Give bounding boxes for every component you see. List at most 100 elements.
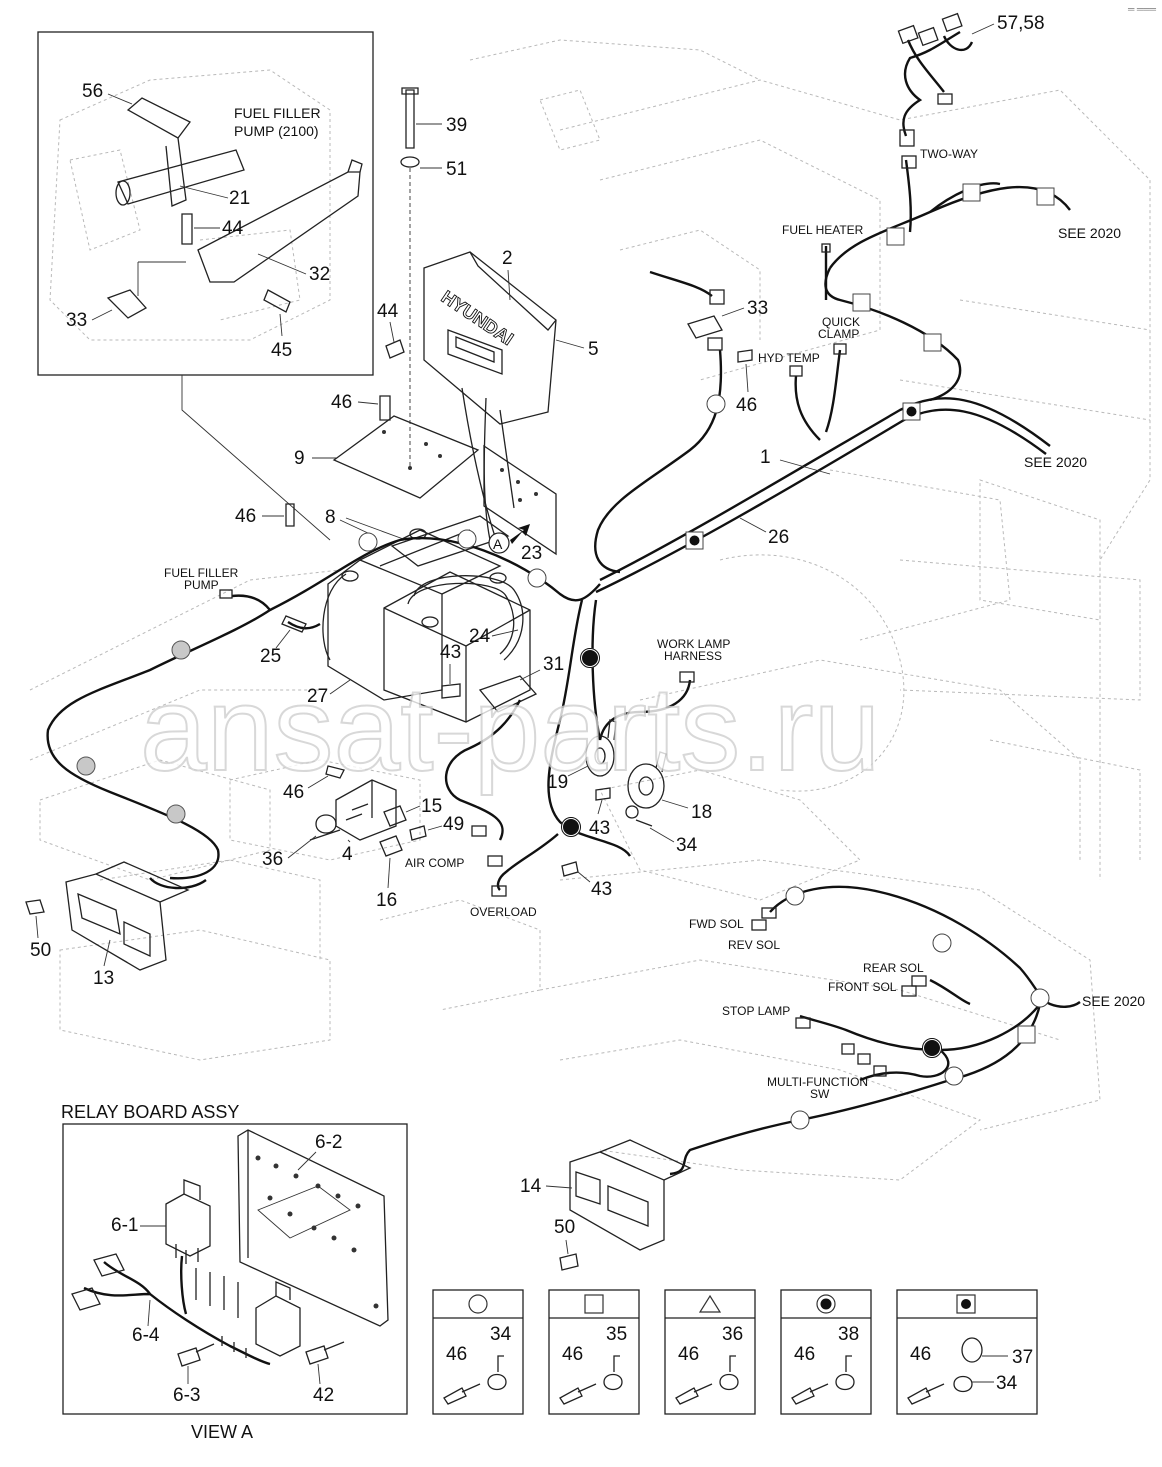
clamp-part-36 bbox=[309, 814, 341, 841]
inset-label-fuel-filler: FUEL FILLER bbox=[234, 105, 321, 121]
callout-42: 42 bbox=[313, 1385, 334, 1406]
clamp-marker-square bbox=[1017, 1025, 1036, 1044]
clamp-marker-square bbox=[886, 227, 905, 246]
bolt-part-43-battery bbox=[441, 683, 461, 699]
bolt-part-46-lower bbox=[325, 765, 345, 779]
left-lower-components: 46 15 49 36 4 16 50 13 bbox=[25, 765, 464, 989]
callout-44-inset: 44 bbox=[222, 218, 244, 239]
label-air-comp: AIR COMP bbox=[405, 856, 464, 870]
callout-51: 51 bbox=[446, 159, 467, 180]
clamp-markers bbox=[76, 183, 1055, 1130]
callout-56: 56 bbox=[82, 81, 103, 102]
switch-part-16 bbox=[379, 835, 403, 857]
view-a-marker-label: A bbox=[493, 536, 503, 552]
clamp-part-33 bbox=[106, 289, 148, 319]
legend-symbol-circle bbox=[468, 1294, 488, 1314]
callout-6-1: 6-1 bbox=[111, 1215, 138, 1236]
fuel-tube-part-21 bbox=[117, 149, 245, 205]
callout-33-harness: 33 bbox=[747, 298, 768, 319]
hyundai-logo: HYUNDAI bbox=[438, 287, 517, 349]
callout-34: 34 bbox=[676, 835, 698, 856]
bolt-part-49 bbox=[409, 825, 427, 841]
terminal-part-25 bbox=[281, 615, 307, 633]
callout-15: 15 bbox=[421, 796, 442, 817]
clamp-marker-square bbox=[923, 333, 942, 352]
clamp-marker-square bbox=[852, 293, 871, 312]
battery-right bbox=[383, 571, 531, 723]
callout-9: 9 bbox=[294, 448, 305, 469]
connectors bbox=[219, 12, 963, 1077]
callout-50-right: 50 bbox=[554, 1217, 575, 1238]
label-see-2020-top: SEE 2020 bbox=[1058, 225, 1121, 241]
callout-25: 25 bbox=[260, 646, 281, 667]
clamp-marker-square bbox=[1036, 187, 1055, 206]
label-fuel-heater: FUEL HEATER bbox=[782, 223, 864, 237]
callout-46-plate: 46 bbox=[331, 392, 352, 413]
machine-frame-ghost bbox=[29, 39, 1151, 1181]
legend-box-filled-circle: 46 38 bbox=[780, 1289, 872, 1415]
clamp-marker-filled-circle bbox=[922, 1038, 942, 1058]
battery-cable-left bbox=[322, 573, 347, 661]
clamp-marker-square bbox=[962, 183, 981, 202]
relay-board-frame bbox=[62, 1123, 408, 1415]
screw-part-6-3 bbox=[177, 1343, 215, 1367]
label-overload: OVERLOAD bbox=[470, 905, 537, 919]
label-see-2020-bottom: SEE 2020 bbox=[1082, 993, 1145, 1009]
callout-46-harness: 46 bbox=[736, 395, 757, 416]
label-fuel-filler-pump-2: PUMP bbox=[184, 578, 219, 592]
callout-43-battery: 43 bbox=[440, 642, 461, 663]
callout-33-inset: 33 bbox=[66, 310, 87, 331]
legend-symbol-square bbox=[584, 1294, 604, 1314]
label-see-2020-middle: SEE 2020 bbox=[1024, 454, 1087, 470]
clamp-marker-circle bbox=[527, 568, 547, 588]
view-a-marker bbox=[488, 532, 510, 554]
callout-18: 18 bbox=[691, 802, 712, 823]
harness-left-branch bbox=[46, 594, 272, 880]
bolt-part-43-overload bbox=[561, 861, 579, 877]
hold-down-part-8 bbox=[390, 515, 510, 567]
callout-6-3: 6-3 bbox=[173, 1385, 200, 1406]
legend-box-triangle: 46 36 bbox=[664, 1289, 756, 1415]
callout-24: 24 bbox=[469, 626, 491, 647]
connector-6-4-b bbox=[71, 1287, 101, 1311]
callout-50-left: 50 bbox=[30, 940, 51, 961]
bolt-part-46-plate bbox=[379, 395, 391, 421]
bolt-part-46-hydtemp bbox=[737, 349, 753, 363]
bolt-part-50-right bbox=[559, 1253, 579, 1271]
right-lamp-assembly: 14 50 bbox=[520, 1139, 692, 1271]
callout-16: 16 bbox=[376, 890, 397, 911]
view-a-label: VIEW A bbox=[191, 1422, 253, 1442]
harness-wires bbox=[46, 30, 1081, 1176]
legend-box-square: 46 35 bbox=[548, 1289, 640, 1415]
callout-5: 5 bbox=[588, 339, 599, 360]
label-hyd-temp: HYD TEMP bbox=[758, 351, 820, 365]
legend-4-part-a: 46 bbox=[794, 1344, 815, 1365]
wire-harness-part-6-4 bbox=[83, 1286, 271, 1366]
callout-6-4: 6-4 bbox=[132, 1325, 160, 1346]
harness-part-1 bbox=[599, 397, 1051, 582]
clamp-marker-circle bbox=[358, 532, 378, 552]
callout-32: 32 bbox=[309, 264, 330, 285]
callout-46-lower: 46 bbox=[283, 782, 304, 803]
clamp-marker-circle bbox=[171, 640, 191, 660]
callout-4: 4 bbox=[342, 844, 353, 865]
clamp-part-34 bbox=[625, 805, 653, 827]
legend-4-part-b: 38 bbox=[838, 1324, 859, 1345]
bolt-part-43-horn bbox=[595, 787, 611, 801]
clamp-legend: 46 34 46 35 46 36 bbox=[432, 1289, 1038, 1415]
callout-1: 1 bbox=[760, 447, 771, 468]
watermark: ansat-parts.ru bbox=[140, 662, 880, 796]
callout-36: 36 bbox=[262, 849, 283, 870]
callout-31: 31 bbox=[543, 654, 564, 675]
inset-label-pump-2100: PUMP (2100) bbox=[234, 123, 319, 139]
legend-2-part-a: 46 bbox=[562, 1344, 583, 1365]
callout-39: 39 bbox=[446, 115, 467, 136]
corner-mark: ═ ═══ bbox=[1127, 4, 1157, 14]
bolt-part-45 bbox=[263, 289, 291, 313]
screw-part-42 bbox=[305, 1341, 345, 1365]
callout-44-controller: 44 bbox=[377, 301, 399, 322]
clamp-marker-circle bbox=[790, 1110, 810, 1130]
callout-26: 26 bbox=[768, 527, 789, 548]
label-front-sol: FRONT SOL bbox=[828, 980, 897, 994]
